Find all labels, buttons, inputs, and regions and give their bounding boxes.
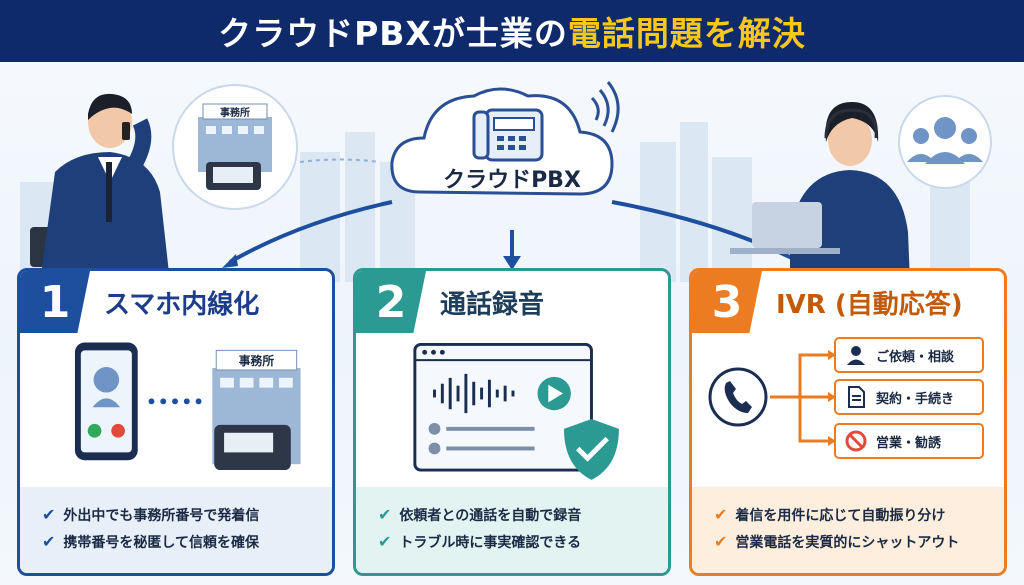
card-ivr: 3 IVR (自動応答) ご依頼・相談 契約・手続き bbox=[689, 268, 1007, 576]
check-icon: ✔ bbox=[714, 532, 728, 551]
check-icon: ✔ bbox=[714, 505, 728, 524]
operator-illustration bbox=[730, 102, 910, 282]
desk-phone-icon bbox=[472, 108, 544, 162]
prohibited-icon bbox=[844, 429, 868, 453]
check-icon: ✔ bbox=[378, 505, 392, 524]
title-highlight: 電話問題を解決 bbox=[567, 14, 806, 53]
office-building-icon: 事務所 bbox=[172, 84, 298, 210]
benefit-item: ✔ 依頼者との通話を自動で録音 bbox=[378, 501, 668, 528]
benefit-text: 外出中でも事務所番号で発着信 bbox=[63, 507, 260, 524]
smartphone-icon bbox=[74, 342, 138, 461]
phone-handset-icon bbox=[708, 367, 768, 427]
benefit-text: 営業電話を実質的にシャットアウト bbox=[735, 534, 960, 551]
card-benefits: ✔ 依頼者との通話を自動で録音 ✔ トラブル時に事実確認できる bbox=[356, 487, 668, 573]
card-benefits: ✔ 着信を用件に応じて自動振り分け ✔ 営業電話を実質的にシャットアウト bbox=[692, 487, 1004, 573]
ivr-option-sales: 営業・勧誘 bbox=[834, 423, 984, 459]
city-skyline bbox=[20, 122, 970, 282]
title-banner: クラウドPBXが士業の電話問題を解決 bbox=[0, 0, 1024, 62]
person-icon bbox=[844, 343, 868, 367]
document-icon bbox=[844, 385, 868, 409]
benefit-item: ✔ 着信を用件に応じて自動振り分け bbox=[714, 501, 1004, 528]
ivr-option-label: ご依頼・相談 bbox=[876, 349, 955, 365]
card-title: 通話録音 bbox=[440, 289, 545, 320]
benefit-item: ✔ 営業電話を実質的にシャットアウト bbox=[714, 528, 1004, 555]
office-sign-label: 事務所 bbox=[220, 106, 250, 119]
ivr-option-label: 営業・勧誘 bbox=[876, 435, 942, 451]
check-icon: ✔ bbox=[42, 505, 56, 524]
benefit-text: 携帯番号を秘匿して信頼を確保 bbox=[63, 534, 259, 551]
check-icon: ✔ bbox=[42, 532, 56, 551]
businessman-illustration bbox=[30, 93, 170, 282]
benefit-text: 着信を用件に応じて自動振り分け bbox=[735, 507, 946, 524]
benefit-item: ✔ 携帯番号を秘匿して信頼を確保 bbox=[42, 528, 332, 555]
card-call-recording: 2 通話録音 ✔依頼者との通話を自動で録音 ✔トラブル bbox=[353, 268, 671, 576]
card-illustration bbox=[413, 342, 619, 480]
benefit-text: 依頼者との通話を自動で録音 bbox=[399, 507, 582, 524]
waveform-icon bbox=[433, 373, 515, 414]
ivr-option-contract: 契約・手続き bbox=[834, 379, 984, 415]
card-title: IVR (自動応答) bbox=[776, 289, 963, 320]
page-title: クラウドPBXが士業の電話問題を解決 bbox=[218, 7, 806, 55]
shield-check-icon bbox=[564, 419, 619, 480]
check-icon: ✔ bbox=[378, 532, 392, 551]
card-benefits: ✔ 外出中でも事務所番号で発着信 ✔ 携帯番号を秘匿して信頼を確保 bbox=[20, 487, 332, 573]
card-illustration: 事務所 bbox=[74, 342, 301, 471]
card-illustration: ご依頼・相談 契約・手続き 営業・勧誘 bbox=[692, 333, 1004, 508]
ivr-option-consultation: ご依頼・相談 bbox=[834, 337, 984, 373]
wifi-icon bbox=[590, 81, 620, 133]
ivr-option-label: 契約・手続き bbox=[876, 391, 955, 407]
cloud-pbx-label: クラウドPBX bbox=[443, 168, 581, 193]
card-number: 3 bbox=[692, 271, 762, 333]
users-icon bbox=[898, 95, 992, 189]
card-number: 2 bbox=[356, 271, 426, 333]
office-sign-label: 事務所 bbox=[239, 354, 275, 368]
benefit-text: トラブル時に事実確認できる bbox=[399, 534, 582, 551]
cloud-icon: クラウドPBX bbox=[390, 81, 620, 196]
hero-illustration: 事務所 クラウドPBX bbox=[20, 81, 992, 282]
card-number: 1 bbox=[20, 271, 90, 333]
title-text: クラウドPBXが士業の bbox=[218, 14, 568, 53]
benefit-item: ✔ トラブル時に事実確認できる bbox=[378, 528, 668, 555]
card-mobile-extension: 1 スマホ内線化 事務所 ✔外出中でも事務所番号で発着信 ✔携帯番号を秘 bbox=[17, 268, 335, 576]
office-building-icon: 事務所 bbox=[212, 349, 301, 471]
benefit-item: ✔ 外出中でも事務所番号で発着信 bbox=[42, 501, 332, 528]
play-icon bbox=[537, 376, 571, 411]
card-title: スマホ内線化 bbox=[104, 289, 260, 320]
